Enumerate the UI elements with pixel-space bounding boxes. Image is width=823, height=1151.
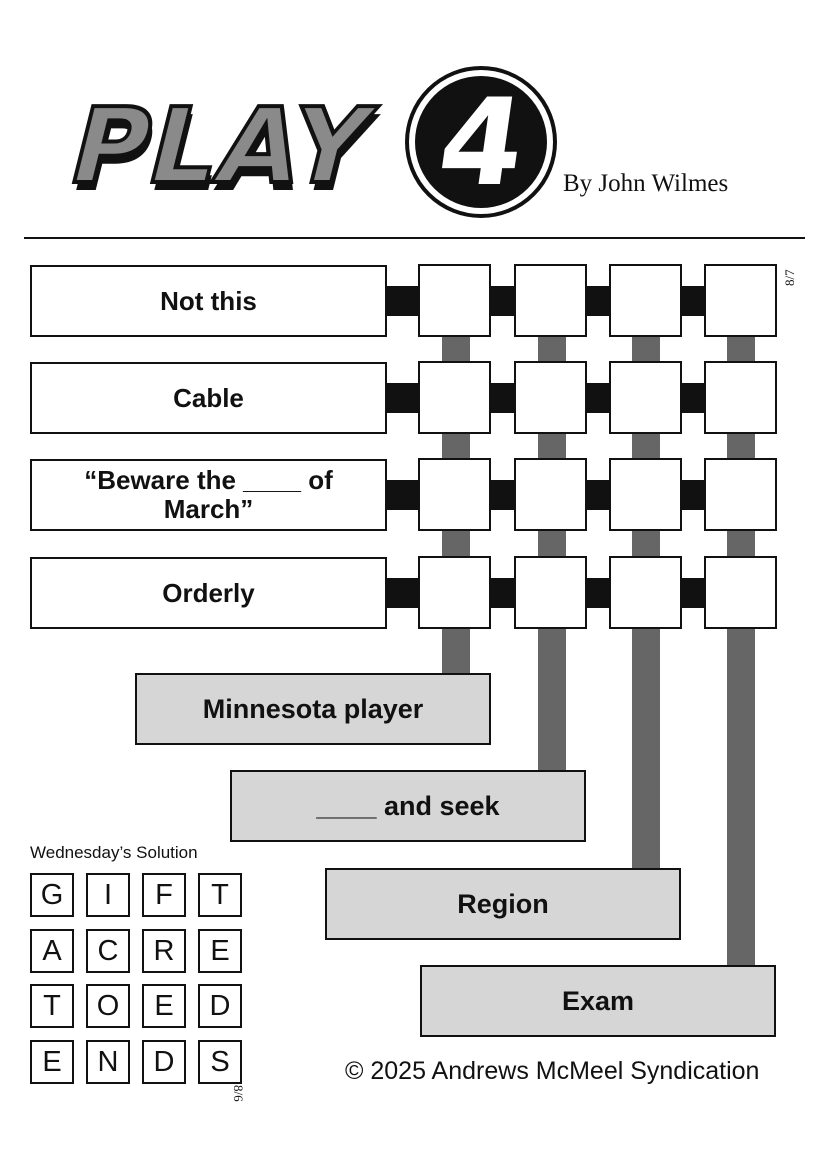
solution-cell: D [198,984,242,1028]
solution-date: 8/6 [231,1085,246,1102]
play4-logo: PLAY PLAY 4 [56,66,557,218]
down-clue-1: Minnesota player [135,673,491,745]
answer-cell-r3c1[interactable] [418,458,491,531]
solution-cell: C [86,929,130,973]
solution-cell: N [86,1040,130,1084]
solution-cell: T [198,873,242,917]
down-clue-3: Region [325,868,681,940]
solution-cell: F [142,873,186,917]
solution-cell: T [30,984,74,1028]
answer-cell-r4c2[interactable] [514,556,587,629]
answer-cell-r2c4[interactable] [704,361,777,434]
answer-cell-r4c4[interactable] [704,556,777,629]
svg-text:4: 4 [430,74,533,213]
answer-cell-r2c1[interactable] [418,361,491,434]
answer-cell-r4c1[interactable] [418,556,491,629]
across-clue-1: Not this [30,265,387,337]
across-clue-2: Cable [30,362,387,434]
solution-cell: A [30,929,74,973]
solution-cell: G [30,873,74,917]
solution-title: Wednesday’s Solution [30,843,198,862]
solution-cell: E [142,984,186,1028]
across-clue-4: Orderly [30,557,387,629]
solution-cell: E [30,1040,74,1084]
svg-text:PLAY: PLAY [60,93,387,214]
solution-cell: E [198,929,242,973]
answer-cell-r2c2[interactable] [514,361,587,434]
answer-cell-r4c3[interactable] [609,556,682,629]
answer-cell-r3c4[interactable] [704,458,777,531]
answer-cell-r1c3[interactable] [609,264,682,337]
solution-cell: I [86,873,130,917]
answer-cell-r3c2[interactable] [514,458,587,531]
solution-cell: R [142,929,186,973]
puzzle-date: 8/7 [782,269,797,286]
solution-cell: O [86,984,130,1028]
answer-cell-r2c3[interactable] [609,361,682,434]
answer-cell-r1c2[interactable] [514,264,587,337]
svg-text:PLAY: PLAY [58,85,385,206]
copyright: © 2025 Andrews McMeel Syndication [345,1057,760,1085]
across-clue-3: “Beware the ____ of March” [30,459,387,531]
header-rule [24,237,805,239]
answer-cell-r1c1[interactable] [418,264,491,337]
answer-cell-r1c4[interactable] [704,264,777,337]
byline: By John Wilmes [563,170,729,197]
answer-cell-r3c3[interactable] [609,458,682,531]
down-clue-2: ____ and seek [230,770,586,842]
solution-cell: D [142,1040,186,1084]
down-clue-4: Exam [420,965,776,1037]
solution-cell: S [198,1040,242,1084]
